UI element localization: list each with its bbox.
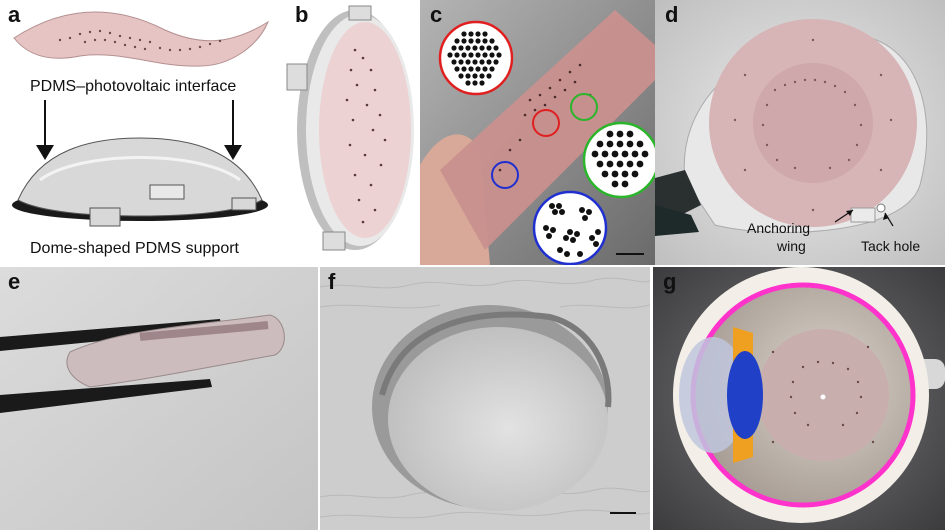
marker-red-small <box>532 109 560 137</box>
dome-wing-center <box>149 184 185 200</box>
dome-shape <box>17 137 263 217</box>
panel-a-label: a <box>8 2 21 27</box>
panel-e-photo <box>0 267 318 530</box>
panel-g-eye-illustration <box>653 267 945 530</box>
pillar-well-floor <box>388 327 608 511</box>
panel-b: b <box>285 0 420 265</box>
arrow-right <box>224 145 242 160</box>
dome-wing-right <box>231 197 257 211</box>
film-hole-pattern <box>58 29 222 52</box>
panel-a: a PDMS–photovoltaic interface Dome-shape… <box>0 0 285 265</box>
panel-f-sem-image <box>320 267 650 530</box>
wing-left <box>286 63 308 91</box>
pink-strip <box>440 10 655 250</box>
panel-b-label: b <box>295 2 309 27</box>
panel-d-photo <box>655 0 945 265</box>
pink-film-sheet <box>13 11 270 67</box>
panel-f: f <box>320 267 650 530</box>
panel-a-caption-bottom: Dome-shaped PDMS support <box>30 240 239 257</box>
tack-hole-label: Tack hole <box>861 238 921 254</box>
panel-f-label: f <box>328 269 336 294</box>
panel-b-illustration <box>286 5 414 251</box>
zoom-blue <box>532 190 608 265</box>
panel-c-label: c <box>430 2 443 27</box>
marker-blue-small <box>491 161 519 189</box>
anchoring-wing-label-line1: Anchoring <box>747 220 811 236</box>
fovea-dot <box>820 394 826 400</box>
anchoring-wing-label-line2: wing <box>777 238 806 254</box>
marker-green-small <box>570 93 598 121</box>
zoom-green <box>582 121 655 199</box>
panel-d-label: d <box>665 2 679 27</box>
tweezer-lower <box>0 379 212 413</box>
wing-top <box>348 5 372 21</box>
panel-g-label: g <box>663 269 677 294</box>
panel-c: c <box>420 0 655 265</box>
pink-array-side <box>319 22 411 238</box>
dome-wing-left <box>89 207 121 227</box>
panel-e-label: e <box>8 269 21 294</box>
panel-d: d Anchoring wing Tack hole <box>655 0 945 265</box>
rolled-implant <box>66 314 285 388</box>
cornea <box>679 337 747 453</box>
panel-c-photo <box>420 0 655 265</box>
tweezer-upper <box>0 319 222 351</box>
panel-g: g <box>653 267 945 530</box>
arrow-left <box>36 145 54 160</box>
lens <box>727 351 763 439</box>
panel-e: e <box>0 267 318 530</box>
zoom-red <box>438 20 514 96</box>
panel-a-illustration <box>12 11 270 227</box>
panel-a-caption-top: PDMS–photovoltaic interface <box>30 78 237 95</box>
wing-bottom <box>322 231 346 251</box>
anchoring-wing <box>850 207 876 223</box>
tack-hole <box>876 203 886 213</box>
